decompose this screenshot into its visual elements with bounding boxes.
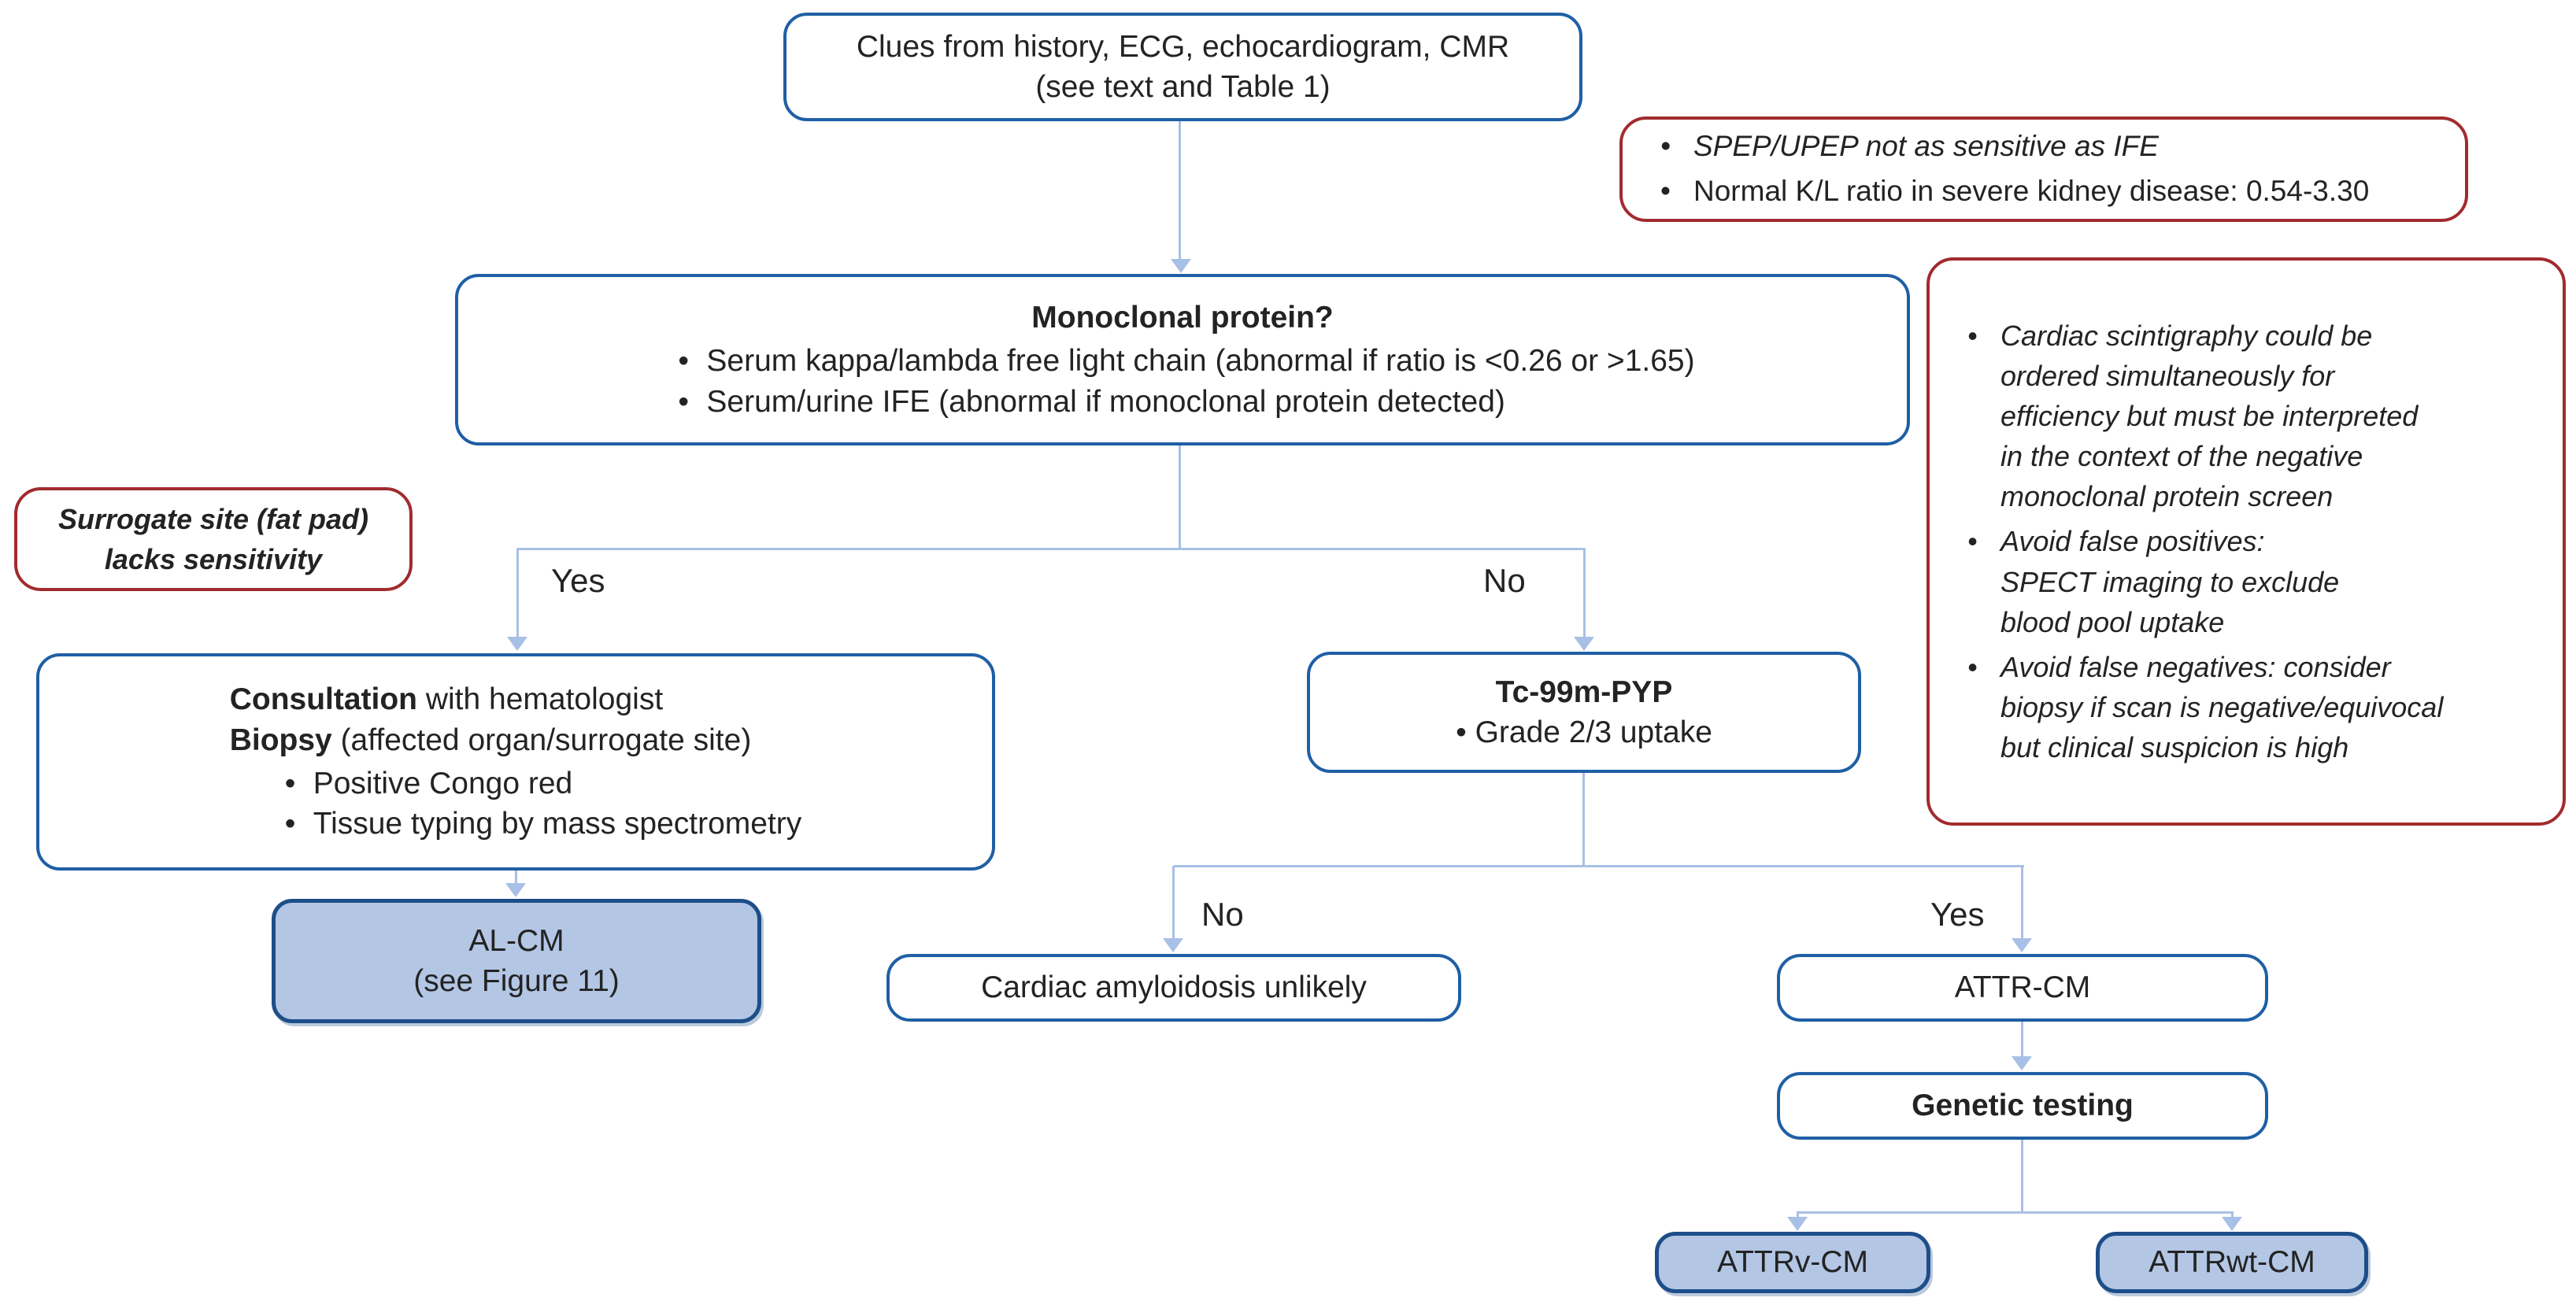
bullet-item: Serum kappa/lambda free light chain (abn… xyxy=(670,341,1694,382)
arrow-down-icon xyxy=(1787,1217,1808,1231)
node-attrwt-cm: ATTRwt-CM xyxy=(2096,1232,2368,1293)
note-item: Normal K/L ratio in severe kidney diseas… xyxy=(1654,171,2434,213)
note-item: Cardiac scintigraphy could be ordered si… xyxy=(1961,316,2531,517)
connector-attrcm-to-genetic xyxy=(2021,1022,2023,1056)
note-item: Avoid false negatives: consider biopsy i… xyxy=(1961,647,2531,767)
note-scint-list: Cardiac scintigraphy could be ordered si… xyxy=(1961,311,2531,772)
node-attrwt-label: ATTRwt-CM xyxy=(2149,1245,2315,1280)
arrow-down-icon xyxy=(2012,938,2032,952)
arrow-down-icon xyxy=(1574,637,1594,651)
connector-attrwt-branch xyxy=(2231,1212,2234,1217)
node-ca-unlikely-label: Cardiac amyloidosis unlikely xyxy=(981,970,1367,1005)
note-line: in the context of the negative xyxy=(2000,440,2363,473)
note-line: Surrogate site (fat pad) xyxy=(57,502,369,535)
connector-pyp-no-branch xyxy=(1172,866,1175,938)
node-al-cm-line1: AL-CM xyxy=(468,923,564,958)
branch-label-yes: Yes xyxy=(1930,896,1985,933)
node-monoclonal-protein: Monoclonal protein? Serum kappa/lambda f… xyxy=(455,274,1910,445)
note-surrogate-site: Surrogate site (fat pad) lacks sensitivi… xyxy=(14,487,413,591)
consultation-line1-bold: Consultation xyxy=(229,682,418,717)
note-line: but clinical suspicion is high xyxy=(2000,730,2349,763)
connector-monoclonal-split xyxy=(516,548,1586,550)
bullet-item: Serum/urine IFE (abnormal if monoclonal … xyxy=(670,382,1694,423)
connector-genetic-stem xyxy=(2021,1140,2023,1212)
note-line: blood pool uptake xyxy=(2000,605,2225,638)
consultation-line2-rest: (affected organ/surrogate site) xyxy=(331,723,752,757)
connector-yes-branch xyxy=(516,549,519,637)
node-tc-pyp-bullet: Grade 2/3 uptake xyxy=(1456,712,1712,752)
arrow-down-icon xyxy=(2012,1056,2032,1070)
node-genetic-testing: Genetic testing xyxy=(1777,1072,2268,1140)
note-line: biopsy if scan is negative/equivocal xyxy=(2000,690,2444,723)
node-genetic-label: Genetic testing xyxy=(1912,1089,2134,1123)
note-line: SPECT imaging to exclude xyxy=(2000,565,2340,598)
bullet-item: Positive Congo red xyxy=(277,763,802,804)
node-cardiac-amyloidosis-unlikely: Cardiac amyloidosis unlikely xyxy=(886,954,1461,1022)
node-clues-line1: Clues from history, ECG, echocardiogram,… xyxy=(856,29,1510,64)
bullet-item: Tissue typing by mass spectrometry xyxy=(277,804,802,845)
note-line: monoclonal protein screen xyxy=(2000,480,2334,513)
note-line: Cardiac scintigraphy could be xyxy=(2000,319,2373,352)
node-monoclonal-title: Monoclonal protein? xyxy=(1031,300,1334,335)
consultation-line2-bold: Biopsy xyxy=(229,723,332,757)
note-spep-sensitivity: SPEP/UPEP not as sensitive as IFE Normal… xyxy=(1619,116,2468,222)
connector-pyp-split xyxy=(1174,865,2024,867)
node-tc-pyp-title: Tc-99m-PYP xyxy=(1495,675,1673,709)
node-consultation-content: Consultation with hematologist Biopsy (a… xyxy=(230,679,802,845)
node-attrv-cm: ATTRv-CM xyxy=(1655,1232,1930,1293)
consultation-line2: Biopsy (affected organ/surrogate site) xyxy=(230,720,802,760)
connector-consultation-to-alcm xyxy=(515,871,517,883)
arrow-down-icon xyxy=(1163,938,1183,952)
connector-no-branch xyxy=(1583,549,1586,637)
arrow-down-icon xyxy=(505,883,526,897)
connector-genetic-split xyxy=(1797,1211,2234,1214)
node-clues: Clues from history, ECG, echocardiogram,… xyxy=(783,13,1582,121)
node-monoclonal-bullets: Serum kappa/lambda free light chain (abn… xyxy=(670,341,1694,422)
node-tc-99m-pyp: Tc-99m-PYP Grade 2/3 uptake xyxy=(1307,652,1861,773)
node-clues-line2: (see text and Table 1) xyxy=(1035,70,1331,104)
note-scintigraphy-caveats: Cardiac scintigraphy could be ordered si… xyxy=(1926,257,2566,826)
arrow-down-icon xyxy=(1171,259,1191,273)
node-attr-cm-label: ATTR-CM xyxy=(1954,970,2091,1005)
branch-label-no: No xyxy=(1201,896,1244,933)
consultation-line1-rest: with hematologist xyxy=(417,682,664,717)
connector-pyp-yes-branch xyxy=(2021,866,2023,938)
node-attrv-label: ATTRv-CM xyxy=(1716,1245,1869,1280)
node-al-cm: AL-CM (see Figure 11) xyxy=(272,899,761,1023)
consultation-line1: Consultation with hematologist xyxy=(230,679,802,719)
note-item: Avoid false positives: SPECT imaging to … xyxy=(1961,521,2531,641)
connector-monoclonal-stem xyxy=(1179,445,1181,549)
note-line: Avoid false positives: xyxy=(2000,525,2265,558)
node-consultation-biopsy: Consultation with hematologist Biopsy (a… xyxy=(36,653,995,871)
connector-pyp-stem xyxy=(1582,773,1585,867)
note-line: Avoid false negatives: consider xyxy=(2000,650,2391,683)
note-spep-list: SPEP/UPEP not as sensitive as IFE Normal… xyxy=(1654,123,2434,215)
note-line: ordered simultaneously for xyxy=(2000,360,2335,392)
note-line: efficiency but must be interpreted xyxy=(2000,400,2419,433)
arrow-down-icon xyxy=(507,637,527,651)
branch-label-yes: Yes xyxy=(551,562,605,599)
arrow-down-icon xyxy=(2222,1217,2242,1231)
connector-attrv-branch xyxy=(1797,1212,1799,1217)
consultation-bullets: Positive Congo red Tissue typing by mass… xyxy=(277,763,802,845)
connector-clues-to-monoclonal xyxy=(1179,121,1181,260)
branch-label-no: No xyxy=(1483,562,1526,599)
note-line: lacks sensitivity xyxy=(104,543,323,575)
node-al-cm-line2: (see Figure 11) xyxy=(413,964,620,998)
note-item: SPEP/UPEP not as sensitive as IFE xyxy=(1654,126,2434,168)
node-attr-cm: ATTR-CM xyxy=(1777,954,2268,1022)
